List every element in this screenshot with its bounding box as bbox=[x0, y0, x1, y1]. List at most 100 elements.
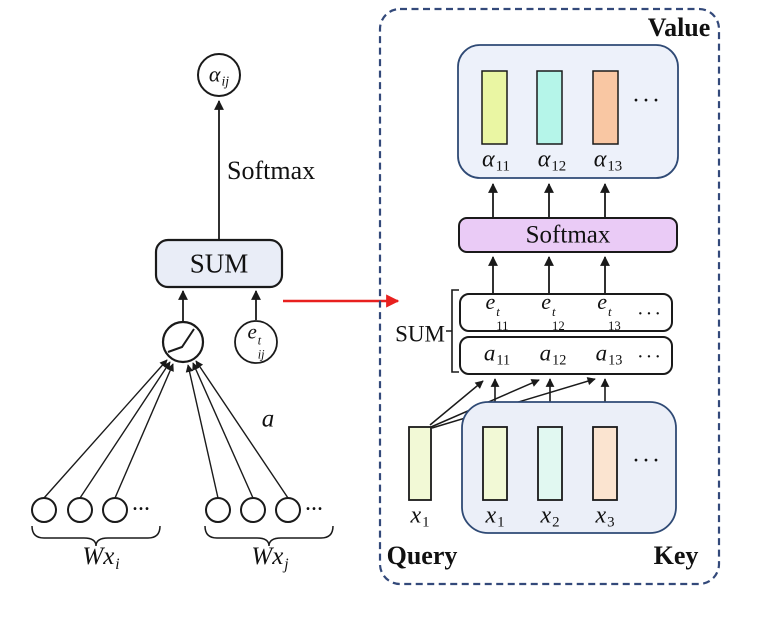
label-text: Query bbox=[386, 541, 458, 570]
key-box bbox=[461, 401, 677, 534]
label-text: Value bbox=[647, 13, 711, 42]
a12-label: a12 bbox=[540, 342, 567, 369]
math-sub: 11 bbox=[496, 318, 509, 333]
attention-a-label: a bbox=[262, 407, 275, 432]
wxi-label: Wxi bbox=[82, 544, 119, 572]
math-sub: 1 bbox=[422, 514, 430, 531]
query-bar bbox=[408, 426, 432, 501]
left-softmax-label: Softmax bbox=[227, 158, 315, 184]
label-text: Softmax bbox=[525, 221, 611, 249]
math-base: a bbox=[539, 340, 552, 366]
math-sub: i bbox=[115, 555, 120, 573]
math-sup: t bbox=[496, 304, 500, 319]
label-text: SUM bbox=[189, 248, 249, 279]
key-bar-2 bbox=[537, 426, 563, 501]
wxj-node-circles bbox=[205, 497, 301, 523]
value-bar-1 bbox=[481, 70, 508, 145]
label-text: Softmax bbox=[227, 156, 316, 185]
label-text: a bbox=[261, 405, 275, 433]
a11-label: a11 bbox=[484, 342, 510, 369]
math-base: α bbox=[482, 146, 495, 173]
math-base: e bbox=[485, 288, 496, 314]
left-sum-label: SUM bbox=[189, 248, 249, 279]
a13-label: a13 bbox=[596, 342, 623, 369]
math-sub: 1 bbox=[497, 514, 505, 531]
label-text: ··· bbox=[637, 346, 663, 368]
value-ellipsis: ··· bbox=[632, 89, 662, 113]
math-sup: t bbox=[257, 334, 262, 349]
wxj-ellipsis: ... bbox=[305, 491, 323, 515]
label-text: ··· bbox=[632, 88, 662, 114]
math-sub: 11 bbox=[496, 353, 511, 369]
value-bar-2 bbox=[536, 70, 563, 145]
query-x1-label: x1 bbox=[410, 503, 429, 530]
key-bar-3 bbox=[592, 426, 618, 501]
math-sub: j bbox=[284, 555, 289, 573]
sum-bracket bbox=[446, 289, 459, 373]
math-sub: ij bbox=[257, 347, 265, 362]
label-text: ··· bbox=[632, 448, 662, 474]
key-bar-1 bbox=[482, 426, 508, 501]
math-sub: 13 bbox=[607, 158, 623, 175]
right-softmax-label: Softmax bbox=[526, 223, 611, 248]
value-box bbox=[457, 44, 679, 179]
math-base: x bbox=[485, 502, 497, 529]
math-sub: 11 bbox=[495, 158, 510, 175]
a-row-ellipsis: ··· bbox=[637, 347, 663, 367]
math-sub: 13 bbox=[608, 318, 621, 333]
math-base: Wx bbox=[82, 542, 115, 570]
erow-to-softmax-arrows bbox=[488, 256, 610, 293]
softmax-to-value-arrows bbox=[488, 183, 610, 217]
brace-wxi bbox=[31, 525, 161, 547]
math-sub: 2 bbox=[552, 514, 560, 531]
math-base: Wx bbox=[251, 542, 284, 570]
math-base: x bbox=[540, 502, 552, 529]
label-text: ··· bbox=[637, 303, 663, 325]
math-base: a bbox=[595, 340, 608, 366]
math-sub: 12 bbox=[552, 353, 567, 369]
value-title: Value bbox=[648, 15, 711, 41]
fan-edges-wxj bbox=[185, 360, 289, 499]
alpha-output-node-circle bbox=[197, 53, 241, 97]
key-x2-label: x2 bbox=[540, 503, 559, 530]
label-text: ... bbox=[305, 490, 323, 516]
math-sub: ij bbox=[221, 73, 230, 89]
fan-edges-wxi bbox=[43, 359, 174, 499]
math-base: e bbox=[247, 319, 257, 344]
math-sup: t bbox=[608, 304, 612, 319]
math-sub: 12 bbox=[551, 158, 567, 175]
label-text: SUM bbox=[395, 321, 445, 347]
key-x1-label: x1 bbox=[485, 503, 504, 530]
alpha12-label: α12 bbox=[538, 147, 566, 174]
wxi-ellipsis: ... bbox=[132, 491, 150, 515]
math-base: x bbox=[410, 502, 422, 529]
e-node-circle bbox=[234, 320, 278, 364]
value-bar-3 bbox=[592, 70, 619, 145]
right-softmax-box bbox=[458, 217, 678, 253]
right-panel-dashed-border bbox=[378, 7, 721, 586]
a-row-box bbox=[459, 336, 673, 375]
label-text: Key bbox=[653, 541, 699, 570]
math-sub: 3 bbox=[607, 514, 615, 531]
brace-wxj bbox=[204, 525, 334, 547]
wxj-label: Wxj bbox=[251, 544, 288, 572]
math-sub: 12 bbox=[552, 318, 565, 333]
key-title: Key bbox=[654, 543, 699, 569]
query-title: Query bbox=[387, 543, 458, 569]
alpha11-label: α11 bbox=[482, 147, 510, 174]
left-sum-box bbox=[154, 238, 284, 289]
math-base: α bbox=[208, 61, 221, 87]
math-base: a bbox=[483, 340, 496, 366]
right-sum-label: SUM bbox=[395, 323, 445, 346]
alpha13-label: α13 bbox=[594, 147, 622, 174]
math-base: α bbox=[537, 146, 551, 173]
math-sub: 13 bbox=[608, 353, 623, 369]
wxi-node-circles bbox=[31, 497, 128, 523]
key-x3-label: x3 bbox=[595, 503, 614, 530]
e-row-ellipsis: ··· bbox=[637, 304, 663, 324]
